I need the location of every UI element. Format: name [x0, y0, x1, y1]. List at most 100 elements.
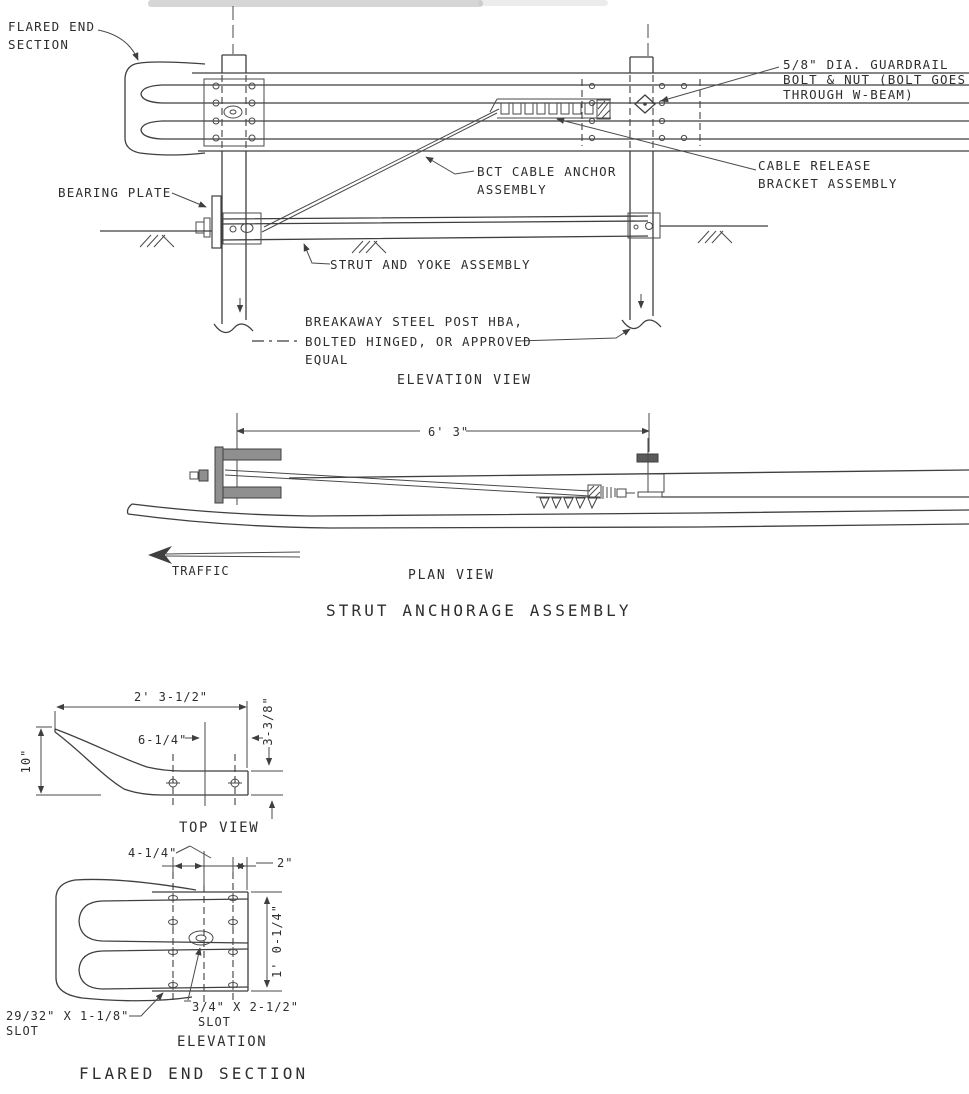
guardrail-bolt-head — [634, 94, 656, 114]
post-1-break — [213, 323, 254, 334]
anchor-washer — [203, 217, 211, 238]
splice-plate-1 — [203, 78, 265, 147]
elev-height-dim: 1' 0-1/4" — [270, 904, 284, 978]
anchor-nut-plan — [189, 471, 199, 480]
strut-end-plan — [648, 473, 665, 493]
top-view-bolt-lines — [172, 754, 236, 806]
guardrail-bolt-leader — [660, 66, 780, 103]
flared-elevation-label: ELEVATION — [177, 1034, 267, 1050]
strut-yoke-callout: STRUT AND YOKE ASSEMBLY — [330, 257, 531, 272]
hole-spacing-bracket — [175, 845, 212, 859]
flare-plate — [152, 891, 249, 992]
main-title: STRUT ANCHORAGE ASSEMBLY — [326, 601, 632, 620]
strut-flange-bottom — [222, 486, 282, 499]
lobe-top — [78, 898, 249, 944]
traffic-arrow — [148, 546, 301, 564]
corner-slot-dim: 29/32" X 1-1/8" — [6, 1009, 129, 1023]
breakaway-leader-right — [516, 328, 631, 342]
elevation-view-label: ELEVATION VIEW — [397, 373, 532, 388]
top-width-dim: 3-3/8" — [261, 696, 275, 745]
edge-dim: 2" — [277, 856, 293, 870]
bct-cable-callout-line2: ASSEMBLY — [477, 182, 547, 197]
center-slot-dim: 3/4" X 2-1/2" — [192, 1000, 299, 1014]
breakaway-callout-line1: BREAKAWAY STEEL POST HBA, — [305, 314, 523, 329]
bearing-plate-plan — [214, 446, 224, 504]
bct-cable-callout-line1: BCT CABLE ANCHOR — [477, 164, 617, 179]
top-view-shape — [54, 728, 249, 796]
top-offset-dim: 6-1/4" — [138, 733, 187, 747]
guardrail-bolt-center — [643, 102, 647, 106]
splice-bolts-1 — [212, 82, 256, 142]
strut — [220, 215, 649, 241]
top-view-bolts — [166, 778, 242, 788]
bearing-plate-shape — [211, 195, 222, 249]
bearing-plate-callout: BEARING PLATE — [58, 185, 171, 200]
corner-slot-leader — [129, 992, 164, 1017]
strut-end-bar-plan — [637, 491, 663, 498]
guardrail-bolt-note-line2: BOLT & NUT (BOLT GOES — [783, 72, 966, 87]
elev-ext-lines — [172, 851, 248, 890]
post-1-hidden — [221, 75, 247, 149]
yoke-left-hole — [229, 225, 237, 233]
top-view-drawing: 2' 3-1/2" 6-1/4" 10" 3-3/8" TOP VIEW — [19, 690, 283, 836]
bearing-plate-leader — [171, 192, 207, 208]
flared-end-leader — [97, 29, 139, 61]
post-2-break — [621, 319, 662, 330]
center-slot-nut — [195, 934, 207, 942]
yoke-right-hole — [633, 224, 639, 230]
scan-artifact-2 — [478, 0, 608, 6]
slots — [168, 893, 238, 990]
flare-scoop-outline — [55, 878, 197, 1002]
elev-height-ext-lines — [251, 891, 282, 992]
secondary-title: FLARED END SECTION — [79, 1064, 308, 1083]
plan-view-drawing: 6' 3" TRAFFIC PLAN VIEW STRUT ANCHORAGE … — [126, 413, 969, 620]
center-slot-word: SLOT — [198, 1015, 231, 1029]
guardrail-bolt-note-line3: THROUGH W-BEAM) — [783, 87, 914, 102]
yoke-left — [222, 212, 262, 245]
w-beam-lobe-tips — [140, 84, 163, 140]
flared-end-outline — [124, 61, 206, 156]
top-view-label: TOP VIEW — [179, 820, 259, 836]
plan-view-label: PLAN VIEW — [408, 568, 495, 583]
anchor-bolt-plan — [198, 469, 209, 482]
cable-release-leader — [556, 117, 757, 171]
yoke-right-pin — [645, 222, 653, 230]
strut-flange-top — [222, 448, 282, 461]
bct-cable — [261, 108, 500, 233]
strut-yoke-leader — [303, 243, 331, 265]
corner-slot-word: SLOT — [6, 1024, 39, 1038]
top-height-ext-lines — [36, 726, 101, 796]
yoke-left-pin — [240, 223, 254, 233]
ground-line — [100, 225, 768, 232]
cable-release-callout-line1: CABLE RELEASE — [758, 158, 871, 173]
splice-bolts-2 — [588, 82, 688, 142]
flared-elevation-drawing: 4-1/4" 2" 1' 0-1/4" 3/4" X 2-1/2" SLOT 2… — [6, 845, 308, 1083]
top-width-ext-lines — [251, 770, 283, 796]
lobe-bottom — [78, 948, 249, 990]
cable-release-bracket — [489, 98, 611, 120]
rail-band-plan — [126, 503, 969, 529]
breakaway-callout-line3: EQUAL — [305, 352, 349, 367]
flared-end-callout-line2: SECTION — [8, 37, 69, 52]
flared-end-callout-line1: FLARED END — [8, 19, 95, 34]
top-height-dim: 10" — [19, 749, 33, 774]
post-centerlines — [232, 6, 649, 56]
post-1 — [221, 54, 247, 324]
cable-release-callout-line2: BRACKET ASSEMBLY — [758, 176, 898, 191]
post-2-hidden — [629, 75, 654, 149]
elev-bolt-lines — [172, 872, 234, 1002]
rail-back-edge-plan — [288, 469, 969, 479]
center-slot — [188, 930, 214, 946]
bct-cable-leader — [425, 156, 475, 175]
scan-artifact — [148, 0, 483, 7]
serrated-bracket-plan — [536, 496, 600, 510]
post-2 — [629, 56, 654, 320]
post-spacing-dim: 6' 3" — [428, 425, 469, 439]
elevation-view-drawing: FLARED END SECTION 5/8" DIA. GUARDRAIL B… — [8, 6, 969, 388]
guardrail-bolt-note-line1: 5/8" DIA. GUARDRAIL — [783, 57, 949, 72]
hole-spacing-dim: 4-1/4" — [128, 846, 177, 860]
top-length-ext-lines — [54, 701, 248, 768]
traffic-label: TRAFFIC — [172, 564, 230, 578]
